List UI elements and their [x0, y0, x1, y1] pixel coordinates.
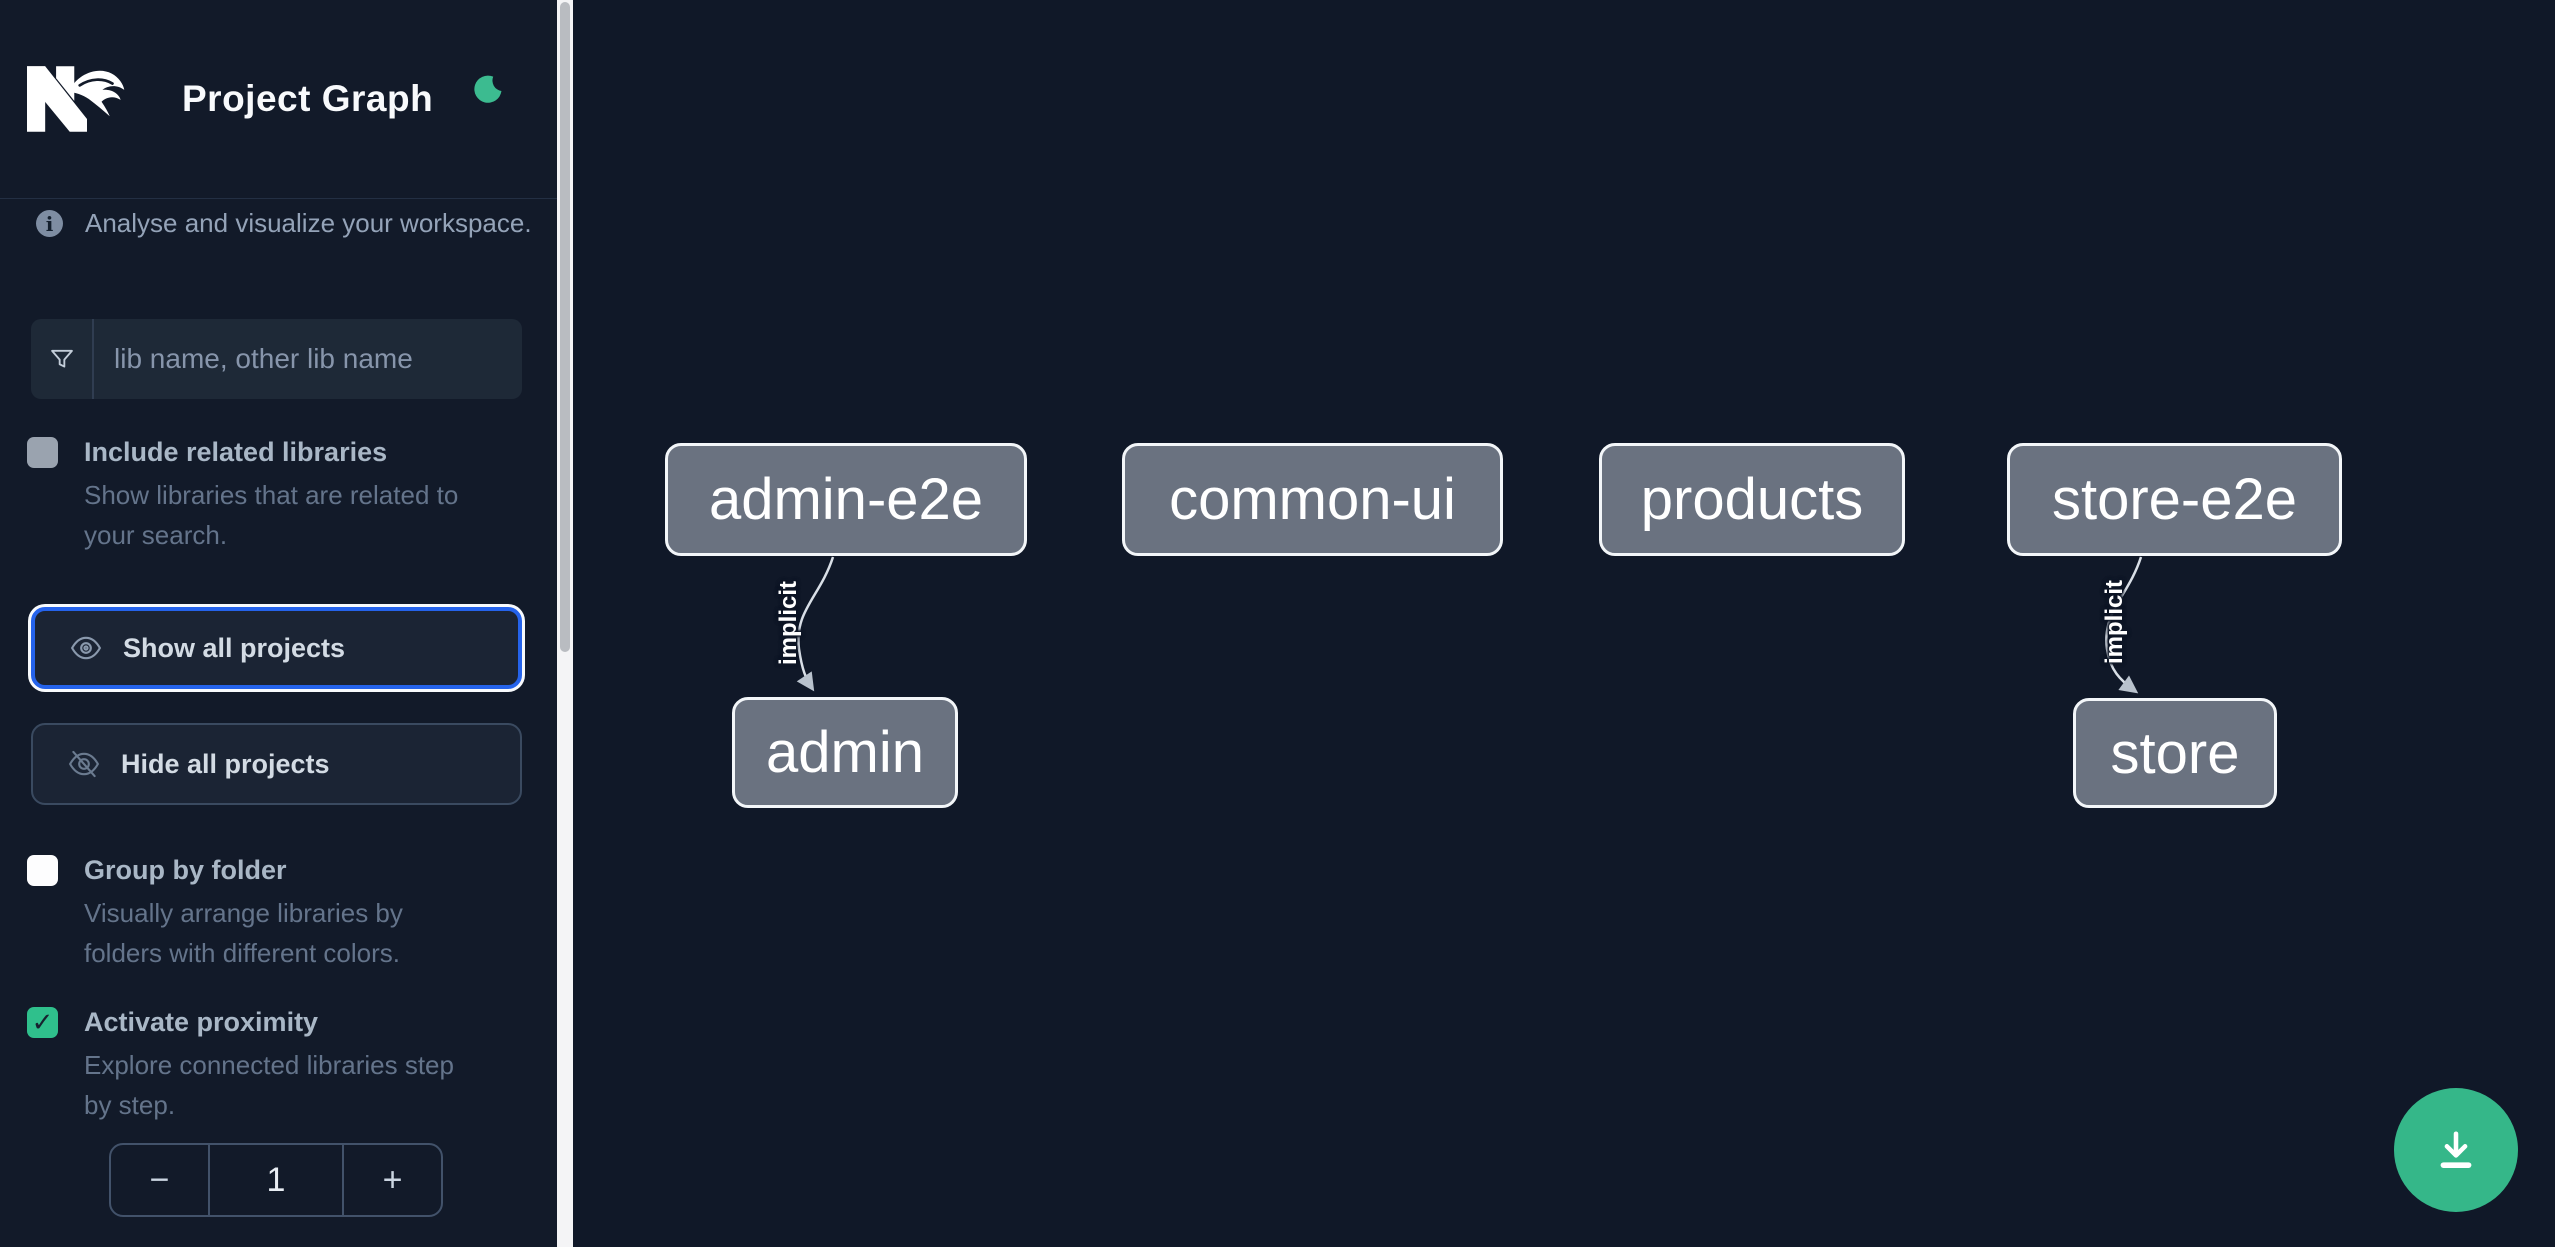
checkbox-label: Activate proximity — [84, 1007, 319, 1037]
filter-box — [31, 319, 522, 399]
activate-proximity-checkbox[interactable]: ✓ — [27, 1007, 58, 1038]
checkbox-row-include-related: Include related libraries Show libraries… — [27, 435, 527, 555]
eye-off-icon — [68, 750, 100, 778]
nx-logo — [27, 66, 125, 132]
scrollbar-thumb[interactable] — [560, 2, 570, 652]
checkbox-description: Explore connected libraries step by step… — [84, 1050, 454, 1120]
moon-icon[interactable] — [470, 73, 503, 106]
include-related-checkbox[interactable] — [27, 437, 58, 468]
group-by-folder-checkbox[interactable] — [27, 855, 58, 886]
checkbox-label: Include related libraries — [84, 437, 388, 467]
show-all-projects-button[interactable]: Show all projects — [31, 607, 522, 689]
graph-node-store[interactable]: store — [2073, 698, 2277, 808]
checkmark-icon: ✓ — [31, 1007, 54, 1037]
edge-store-e2e-to-store — [2105, 556, 2143, 694]
button-label: Hide all projects — [121, 748, 330, 779]
edge-label-implicit: implicit — [775, 580, 802, 666]
sidebar-scrollbar[interactable] — [557, 0, 573, 1247]
checkbox-description: Show libraries that are related to your … — [84, 480, 459, 550]
funnel-icon — [31, 319, 94, 399]
info-icon: i — [36, 210, 63, 237]
edge-admin-e2e-to-admin — [796, 556, 835, 692]
decrease-button[interactable]: − — [149, 1160, 170, 1199]
eye-icon — [70, 636, 102, 660]
sidebar: Project Graph i Analyse and visualize yo… — [0, 0, 557, 1247]
tagline-row: i Analyse and visualize your workspace. — [36, 208, 536, 239]
graph-node-common-ui[interactable]: common-ui — [1122, 443, 1503, 556]
button-label: Show all projects — [123, 632, 346, 663]
stepper-value: 1 — [208, 1145, 344, 1215]
graph-node-admin-e2e[interactable]: admin-e2e — [665, 443, 1027, 556]
graph-canvas[interactable]: admin-e2e common-ui products store-e2e a… — [573, 0, 2555, 1247]
download-icon — [2440, 1131, 2472, 1168]
graph-node-admin[interactable]: admin — [732, 697, 958, 808]
checkbox-description: Visually arrange libraries by folders wi… — [84, 898, 403, 968]
dependency-edges — [796, 556, 2143, 694]
checkbox-row-activate-proximity: ✓ Activate proximity Explore connected l… — [27, 1005, 527, 1125]
edge-label-implicit: implicit — [2101, 579, 2128, 665]
sidebar-header: Project Graph — [0, 0, 557, 199]
graph-node-store-e2e[interactable]: store-e2e — [2007, 443, 2342, 556]
checkbox-label: Group by folder — [84, 855, 287, 885]
filter-input[interactable] — [94, 319, 522, 399]
checkbox-row-group-by-folder: Group by folder Visually arrange librari… — [27, 853, 527, 973]
increase-button[interactable]: + — [382, 1160, 403, 1199]
graph-node-products[interactable]: products — [1599, 443, 1905, 556]
tagline-text: Analyse and visualize your workspace. — [85, 208, 532, 238]
proximity-depth-stepper: − 1 + — [109, 1143, 443, 1217]
hide-all-projects-button[interactable]: Hide all projects — [31, 723, 522, 805]
download-graph-button[interactable] — [2394, 1088, 2518, 1212]
page-title: Project Graph — [182, 78, 434, 119]
